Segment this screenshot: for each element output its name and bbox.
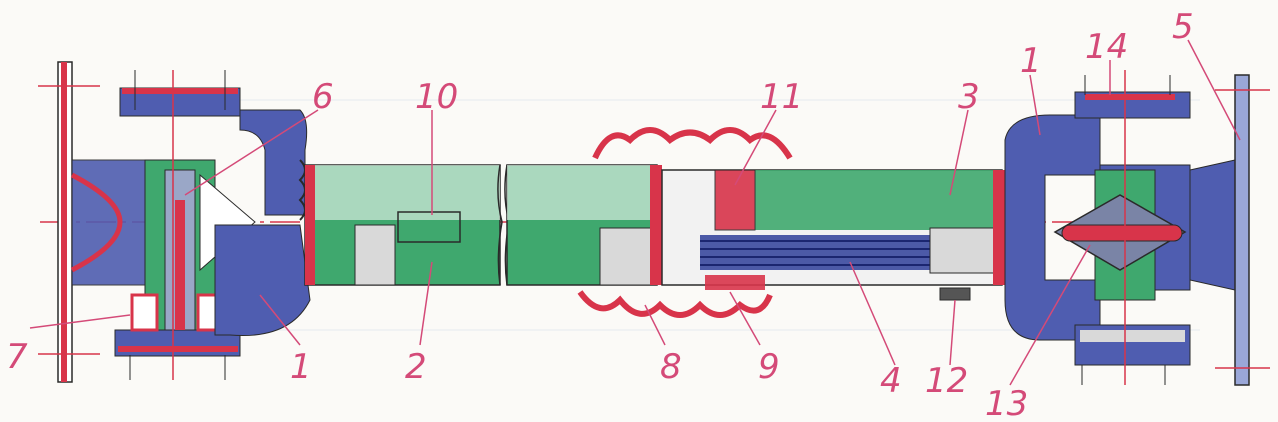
right-flange bbox=[1189, 74, 1270, 386]
callout-12: 12 bbox=[925, 361, 968, 401]
left-flange bbox=[38, 61, 151, 383]
callout-10: 10 bbox=[415, 77, 458, 117]
callout-5: 5 bbox=[1172, 7, 1194, 47]
callout-1-left: 1 bbox=[290, 347, 312, 387]
shaft-tube-left bbox=[304, 164, 501, 286]
callout-4: 4 bbox=[880, 361, 902, 401]
callout-3: 3 bbox=[958, 77, 980, 117]
sliding-joint-boot bbox=[577, 127, 793, 318]
callout-14: 14 bbox=[1085, 27, 1128, 67]
callout-7: 7 bbox=[6, 337, 28, 377]
shaft-tube-middle bbox=[506, 164, 662, 286]
callout-9: 9 bbox=[758, 347, 780, 387]
left-universal-joint bbox=[114, 70, 311, 380]
leader-lines bbox=[29, 39, 1241, 386]
callout-6: 6 bbox=[312, 77, 334, 117]
callout-1-right: 1 bbox=[1020, 41, 1042, 81]
callout-13: 13 bbox=[985, 384, 1028, 422]
slip-yoke bbox=[661, 169, 1016, 301]
callout-8: 8 bbox=[660, 347, 682, 387]
callout-11: 11 bbox=[760, 77, 803, 117]
tube-break bbox=[497, 164, 503, 286]
right-universal-joint bbox=[1004, 70, 1191, 385]
callout-2: 2 bbox=[405, 347, 427, 387]
callout-labels: 6 10 11 3 1 14 5 7 1 2 8 9 4 12 13 bbox=[6, 7, 1194, 422]
